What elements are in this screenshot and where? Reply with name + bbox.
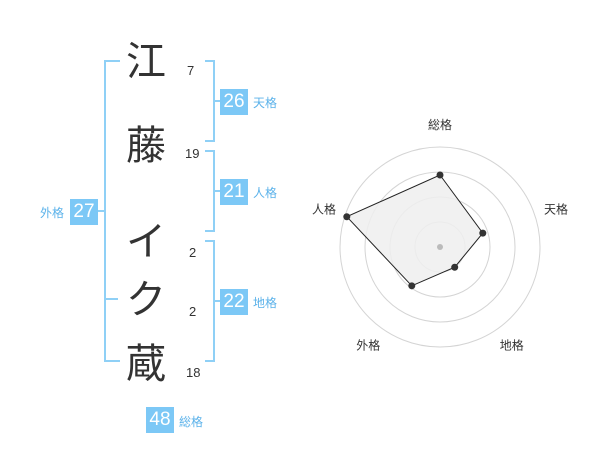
stroke-count-5: 18 [186, 365, 201, 380]
radar-axis-label-2: 天格 [544, 201, 568, 216]
chikaku-label: 地格 [253, 296, 278, 310]
jinkaku-value-badge: 21 [220, 179, 248, 205]
gaikaku-bracket [104, 60, 120, 362]
radar-point-5 [343, 213, 351, 221]
name-char-1: 江 [126, 39, 166, 85]
radar-axis-label-4: 外格 [356, 338, 380, 353]
name-char-5: 蔵 [126, 341, 166, 387]
name-char-4: ク [126, 277, 166, 323]
stroke-count-4: 2 [189, 304, 197, 319]
gaikaku-label: 外格 [40, 206, 65, 220]
radar-axis-label-1: 総格 [428, 117, 452, 132]
radar-polygon [345, 174, 484, 287]
soukaku-label: 総格 [179, 415, 204, 429]
stroke-count-3: 2 [189, 245, 197, 260]
chikaku-tick [215, 300, 221, 302]
radar-ring-4 [339, 146, 541, 348]
name-char-3: イ [126, 219, 166, 265]
radar-point-2 [479, 229, 487, 237]
gaikaku-value-badge: 27 [70, 199, 98, 225]
name-char-2: 藤 [126, 123, 166, 169]
radar-point-1 [436, 171, 444, 179]
tenkaku-value-badge: 26 [220, 89, 248, 115]
radar-center-dot [437, 244, 443, 250]
tenkaku-tick [215, 100, 221, 102]
soukaku-value-badge: 48 [146, 407, 174, 433]
jinkaku-label: 人格 [253, 186, 278, 200]
gaikaku-inner-tick [104, 298, 118, 300]
radar-axis-label-5: 人格 [312, 201, 336, 216]
radar-axis-label-3: 地格 [500, 338, 524, 353]
stroke-count-2: 19 [185, 146, 200, 161]
tenkaku-bracket [205, 60, 215, 142]
jinkaku-tick [215, 190, 221, 192]
stroke-count-1: 7 [187, 63, 195, 78]
radar-series [343, 171, 487, 290]
jinkaku-bracket [205, 150, 215, 232]
tenkaku-label: 天格 [253, 96, 278, 110]
chikaku-value-badge: 22 [220, 289, 248, 315]
radar-point-4 [408, 282, 416, 290]
gaikaku-tick [98, 210, 106, 212]
radar-point-3 [451, 263, 459, 271]
chikaku-bracket [205, 240, 215, 362]
